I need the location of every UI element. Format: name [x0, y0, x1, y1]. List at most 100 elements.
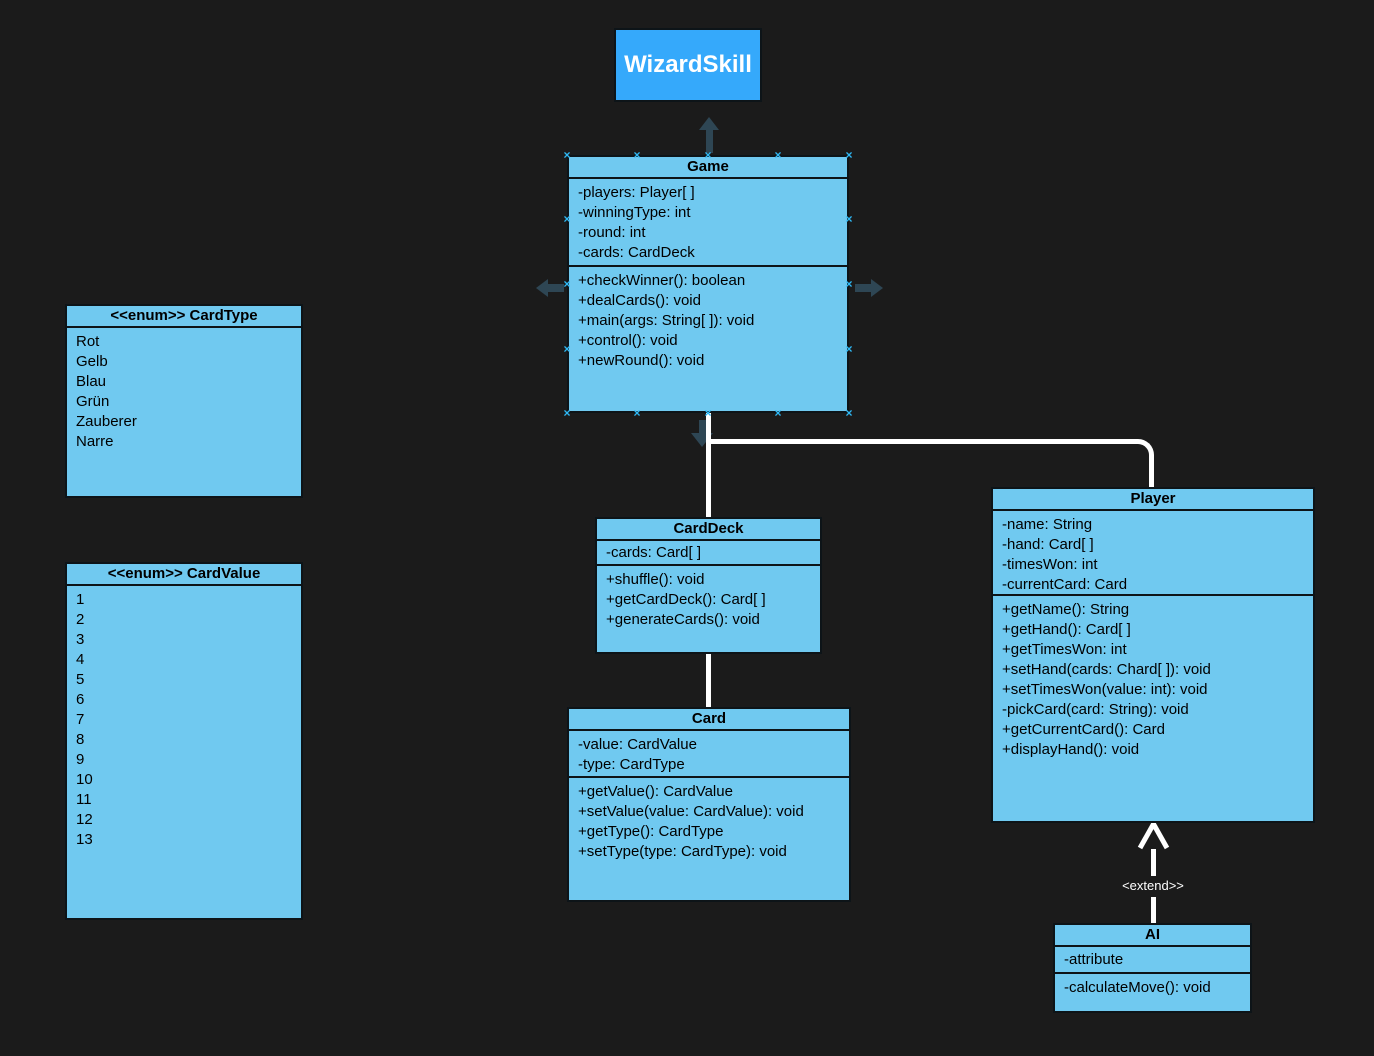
class-card-attributes: -value: CardValue-type: CardType [569, 731, 849, 778]
class-ai[interactable]: AI -attribute -calculateMove(): void [1053, 923, 1252, 1013]
connection-point[interactable] [845, 149, 852, 161]
connection-point[interactable] [845, 278, 852, 290]
member-row: -players: Player[ ] [578, 184, 695, 201]
connection-point[interactable] [563, 407, 570, 419]
member-row: -type: CardType [578, 756, 685, 773]
arrow-stem [698, 420, 706, 433]
open-arrowhead-icon [1137, 821, 1170, 850]
member-row: -currentCard: Card [1002, 576, 1128, 593]
class-game-title: Game [569, 157, 847, 179]
member-row: +newRound(): void [578, 352, 705, 369]
class-player-title: Player [993, 489, 1313, 511]
class-carddeck[interactable]: CardDeck -cards: Card[ ] +shuffle(): voi… [595, 517, 822, 654]
class-player-attributes: -name: String-hand: Card[ ]-timesWon: in… [993, 511, 1313, 596]
member-row: +shuffle(): void [606, 571, 705, 588]
member-row: +getValue(): CardValue [578, 783, 733, 800]
member-row: -calculateMove(): void [1064, 979, 1211, 996]
connection-point[interactable] [563, 149, 570, 161]
member-row: Rot [76, 333, 100, 350]
member-row: +checkWinner(): boolean [578, 272, 746, 289]
connection-point[interactable] [633, 149, 640, 161]
member-row: +getName(): String [1002, 601, 1130, 618]
member-row: +main(args: String[ ]): void [578, 312, 755, 329]
member-row: +setType(type: CardType): void [578, 843, 787, 860]
member-row: +getType(): CardType [578, 823, 724, 840]
member-row: -cards: Card[ ] [606, 544, 702, 561]
member-row: 9 [76, 751, 85, 768]
connection-point[interactable] [845, 407, 852, 419]
connection-point[interactable] [774, 149, 781, 161]
edge-carddeck-card[interactable] [706, 654, 711, 707]
member-row: -cards: CardDeck [578, 244, 695, 261]
connection-point[interactable] [774, 407, 781, 419]
arrow-stem [855, 284, 871, 292]
arrow-stem [705, 130, 713, 153]
arrow-stem [548, 284, 564, 292]
member-row: +getCardDeck(): Card[ ] [606, 591, 766, 608]
member-row: 3 [76, 631, 85, 648]
member-row: Blau [76, 373, 107, 390]
class-ai-methods: -calculateMove(): void [1055, 974, 1250, 1011]
arrow-head [536, 279, 548, 297]
direction-arrow-left-icon[interactable] [536, 279, 564, 297]
member-row: 12 [76, 811, 93, 828]
member-row: +displayHand(): void [1002, 741, 1140, 758]
member-row: +control(): void [578, 332, 678, 349]
connection-point[interactable] [633, 407, 640, 419]
connection-point[interactable] [704, 407, 711, 419]
connection-point[interactable] [563, 343, 570, 355]
class-game[interactable]: Game -players: Player[ ] -winningType: in… [567, 155, 849, 413]
member-row: 13 [76, 831, 93, 848]
class-card[interactable]: Card -value: CardValue-type: CardType +g… [567, 707, 851, 902]
member-row: 8 [76, 731, 85, 748]
member-row: +dealCards(): void [578, 292, 701, 309]
member-row: +getHand(): Card[ ] [1002, 621, 1131, 638]
class-game-attributes: -players: Player[ ]-winningType: int-rou… [569, 179, 847, 267]
edge-game-carddeck[interactable] [706, 413, 711, 517]
member-row: 5 [76, 671, 85, 688]
class-carddeck-attributes: -cards: Card[ ] [597, 541, 820, 566]
member-row: Grün [76, 393, 110, 410]
member-row: +setValue(value: CardValue): void [578, 803, 804, 820]
member-row: 10 [76, 771, 93, 788]
enum-cardtype-title: <<enum>> CardType [67, 306, 301, 328]
member-row: Zauberer [76, 413, 137, 430]
class-player-methods: +getName(): String +getHand(): Card[ ] +ge… [993, 596, 1313, 821]
edge-ai-player-lower-stem[interactable] [1151, 897, 1156, 923]
class-player[interactable]: Player -name: String-hand: Card[ ]-times… [991, 487, 1315, 823]
member-row: 2 [76, 611, 85, 628]
member-row: 4 [76, 651, 85, 668]
enum-cardvalue-title: <<enum>> CardValue [67, 564, 301, 586]
arrow-head [699, 117, 719, 130]
member-row: -hand: Card[ ] [1002, 536, 1094, 553]
connection-point[interactable] [563, 213, 570, 225]
connection-point[interactable] [563, 278, 570, 290]
class-game-methods: +checkWinner(): boolean +dealCards(): voi… [569, 267, 847, 411]
direction-arrow-right-icon[interactable] [855, 279, 883, 297]
class-carddeck-methods: +shuffle(): void+getCardDeck(): Card[ ]+… [597, 566, 820, 652]
class-card-methods: +getValue(): CardValue +setValue(value: C… [569, 778, 849, 900]
node-wizardskill[interactable]: WizardSkill [614, 28, 762, 102]
node-wizardskill-label: WizardSkill [624, 51, 752, 78]
connection-point[interactable] [845, 213, 852, 225]
connection-point[interactable] [704, 149, 711, 161]
edge-ai-player-upper-stem[interactable] [1151, 849, 1156, 876]
member-row: -attribute [1064, 951, 1124, 968]
member-row: -name: String [1002, 516, 1093, 533]
class-ai-attributes: -attribute [1055, 947, 1250, 974]
connection-point[interactable] [845, 343, 852, 355]
member-row: -winningType: int [578, 204, 691, 221]
arrow-head [871, 279, 883, 297]
member-row: +getTimesWon: int [1002, 641, 1127, 658]
member-row: Narre [76, 433, 114, 450]
member-row: 6 [76, 691, 85, 708]
edge-game-player[interactable] [708, 439, 1154, 488]
edge-label-extend: <extend>> [1122, 878, 1184, 893]
member-row: Gelb [76, 353, 108, 370]
direction-arrow-up-icon[interactable] [699, 117, 719, 153]
